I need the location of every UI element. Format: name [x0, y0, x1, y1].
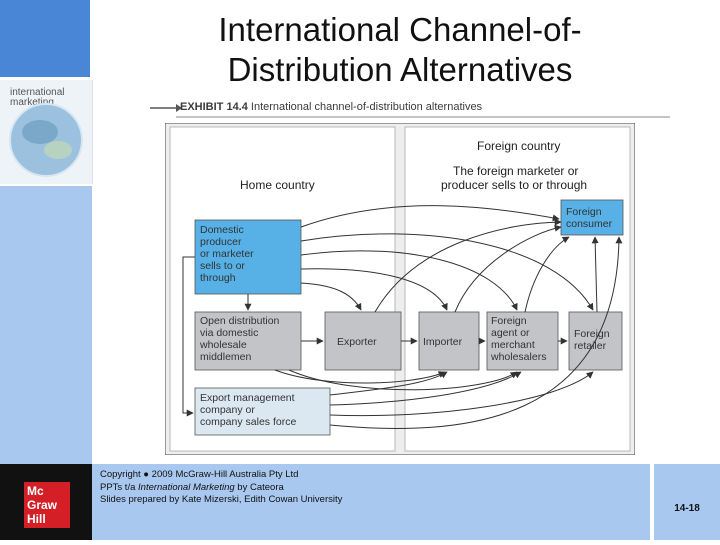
home-country-label: Home country: [240, 178, 315, 192]
domestic-line5: through: [200, 272, 236, 284]
logo-line3: Hill: [27, 512, 46, 526]
exporter-label: Exporter: [337, 336, 377, 348]
consumer-line2: consumer: [566, 218, 613, 230]
export-mgmt-line3: company sales force: [200, 416, 296, 428]
agent-line3: merchant: [491, 339, 535, 351]
copyright-line2-suffix: by Cateora: [235, 482, 284, 493]
exhibit-caption: EXHIBIT 14.4 International channel-of-di…: [180, 101, 482, 113]
corner-block: [0, 0, 92, 78]
domestic-line1: Domestic: [200, 224, 244, 236]
export-mgmt-line2: company or: [200, 404, 255, 416]
consumer-line1: Foreign: [566, 206, 602, 218]
open-line4: middlemen: [200, 351, 252, 363]
open-line3: wholesale: [199, 339, 247, 351]
copyright-line2: PPTs t/a International Marketing by Cate…: [100, 482, 284, 493]
copyright-line3: Slides prepared by Kate Mizerski, Edith …: [100, 494, 342, 505]
page-number: 14-18: [655, 503, 719, 514]
foreign-subtitle-line2: producer sells to or through: [441, 178, 587, 192]
page-number-box: [654, 464, 720, 540]
agent-line1: Foreign: [491, 315, 527, 327]
importer-label: Importer: [423, 336, 463, 348]
side-band: [0, 186, 92, 464]
foreign-subtitle-line1: The foreign marketer or: [453, 164, 578, 178]
agent-line4: wholesalers: [490, 351, 546, 363]
open-line2: via domestic: [200, 327, 258, 339]
exhibit-label: EXHIBIT 14.4: [180, 101, 248, 113]
book-cover-thumbnail: international marketing: [0, 80, 93, 184]
title-line2: Distribution Alternatives: [100, 50, 700, 90]
copyright-line1: Copyright ● 2009 McGraw-Hill Australia P…: [100, 469, 298, 480]
logo-panel: Mc Graw Hill: [0, 464, 92, 540]
foreign-country-label: Foreign country: [477, 139, 560, 153]
logo-line1: Mc: [27, 484, 44, 498]
exhibit-caption-text: International channel-of-distribution al…: [251, 101, 482, 113]
book-title-italic: International Marketing: [138, 482, 235, 493]
domestic-line4: sells to or: [200, 260, 245, 272]
agent-line2: agent or: [491, 327, 530, 339]
copyright-line2-prefix: PPTs t/a: [100, 482, 138, 493]
export-mgmt-line1: Export management: [200, 392, 295, 404]
corner-block-fill: [0, 0, 90, 77]
channel-diagram: Home country Foreign country The foreign…: [165, 123, 635, 455]
title-line1: International Channel-of-: [100, 10, 700, 50]
domestic-line2: producer: [200, 236, 242, 248]
slide-title: International Channel-of- Distribution A…: [100, 10, 700, 90]
open-line1: Open distribution: [200, 315, 280, 327]
logo-line2: Graw: [27, 498, 58, 512]
domestic-line3: or marketer: [200, 248, 254, 260]
retailer-line1: Foreign: [574, 328, 610, 340]
